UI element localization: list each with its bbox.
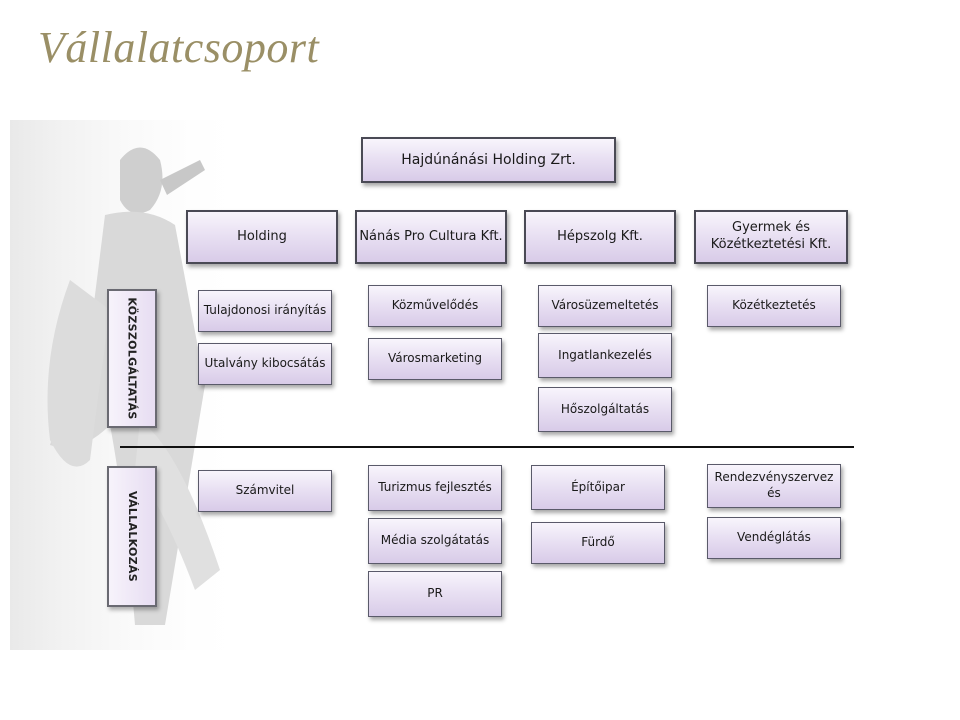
company-gyermek-kozetkeztetesi: Gyermek és Közétkeztetési Kft.	[694, 210, 848, 264]
slide-title: Vállalatcsoport	[38, 23, 320, 72]
section-label-vallalkozas: VÁLLALKOZÁS	[107, 466, 157, 607]
service-box: Városmarketing	[368, 338, 502, 380]
service-box: Ingatlankezelés	[538, 333, 672, 378]
root-company: Hajdúnánási Holding Zrt.	[361, 137, 616, 183]
service-box: PR	[368, 571, 502, 617]
section-label-text: KÖZSZOLGÁLTATÁS	[125, 297, 139, 420]
service-box: Közművelődés	[368, 285, 502, 327]
service-box: Számvitel	[198, 470, 332, 512]
service-box: Turizmus fejlesztés	[368, 465, 502, 511]
service-box: Közétkeztetés	[707, 285, 841, 327]
service-box: Média szolgátatás	[368, 518, 502, 564]
section-label-kozszolgaltatas: KÖZSZOLGÁLTATÁS	[107, 289, 157, 428]
company-nanas-pro-cultura: Nánás Pro Cultura Kft.	[355, 210, 507, 264]
company-hepszolg: Hépszolg Kft.	[524, 210, 676, 264]
service-box: Hőszolgáltatás	[538, 387, 672, 432]
section-label-text: VÁLLALKOZÁS	[125, 491, 139, 582]
service-box: Városüzemeltetés	[538, 285, 672, 327]
company-holding: Holding	[186, 210, 338, 264]
service-box: Fürdő	[531, 522, 665, 564]
service-box: Rendezvényszervez és	[707, 464, 841, 508]
service-box: Vendéglátás	[707, 517, 841, 559]
service-box: Építőipar	[531, 465, 665, 510]
section-divider	[120, 446, 854, 448]
service-box: Tulajdonosi irányítás	[198, 290, 332, 332]
service-box: Utalvány kibocsátás	[198, 343, 332, 385]
